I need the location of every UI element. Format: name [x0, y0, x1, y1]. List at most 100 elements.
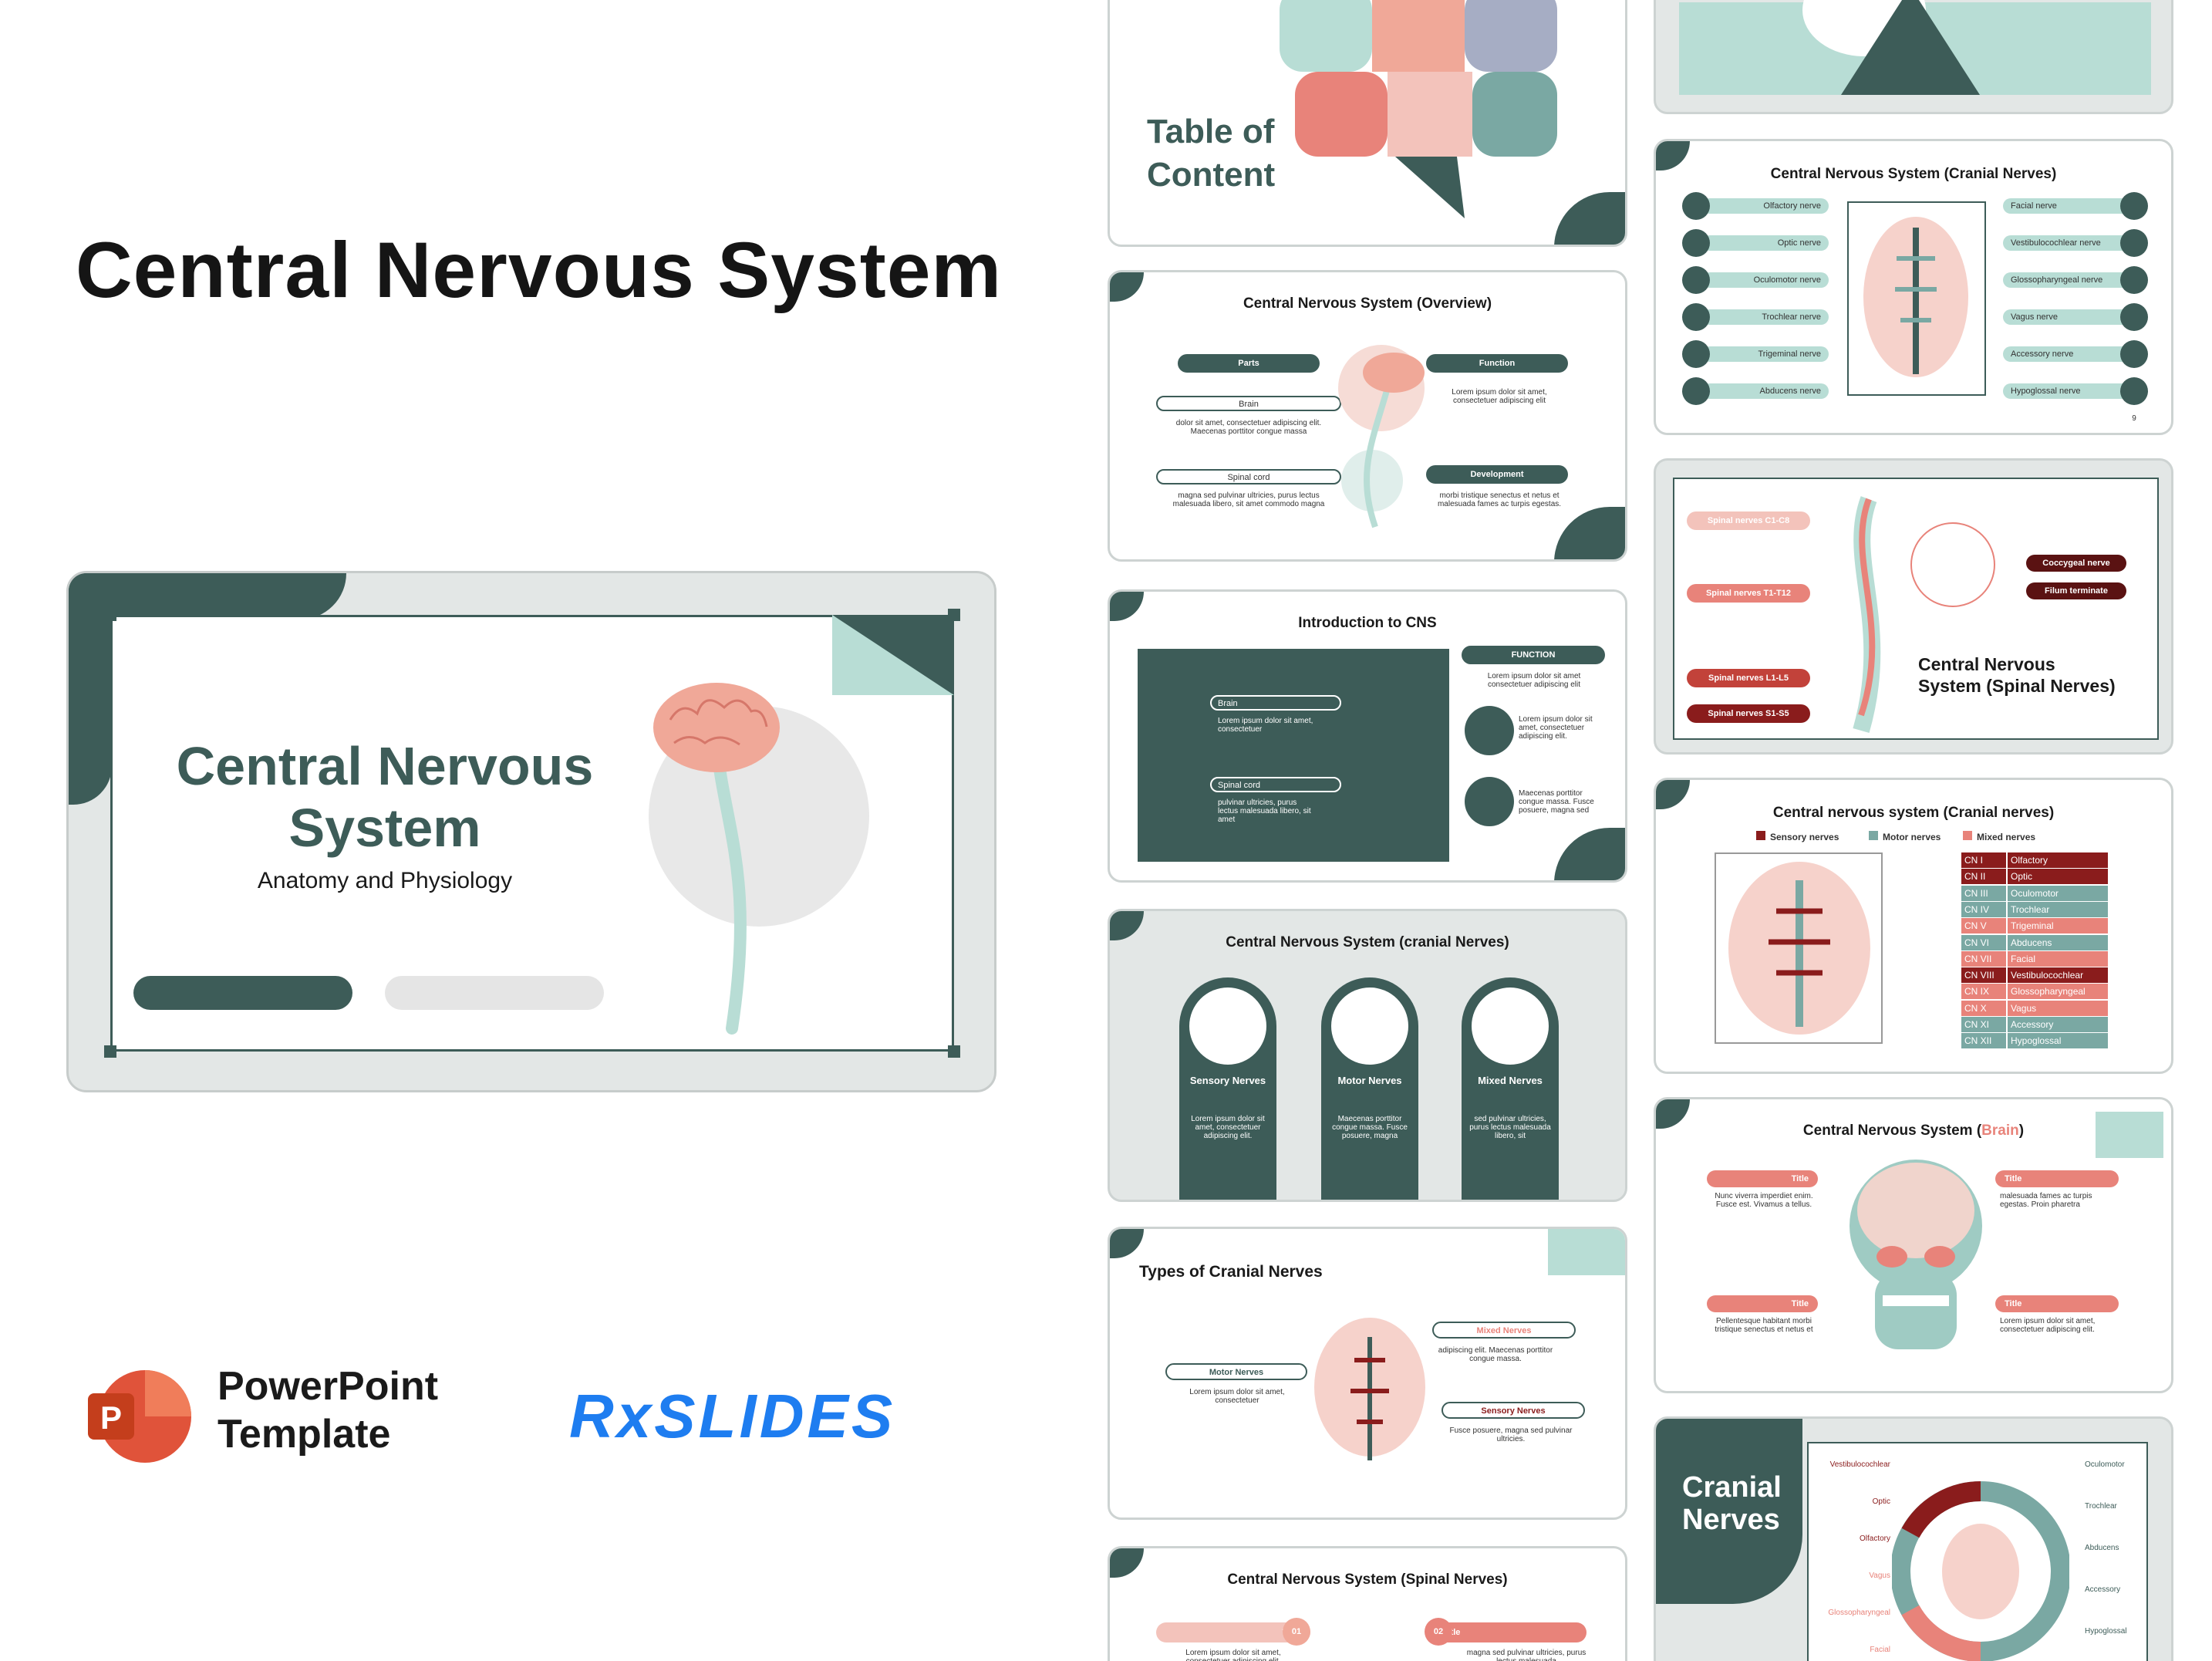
motor-label: Motor Nerves [1337, 1075, 1402, 1086]
thumb-spinal[interactable]: Spinal nerves C1-C8 Spinal nerves T1-T12… [1654, 458, 2173, 755]
slide-title: Central Nervous System (cranial Nerves) [1226, 934, 1509, 950]
wheel-label: Glossopharyngeal [1828, 1609, 1890, 1617]
thumb-cranial-table[interactable]: Central nervous system (Cranial nerves) … [1654, 778, 2173, 1074]
cn-name: Glossopharyngeal [2008, 984, 2108, 1001]
mixed-text: adipiscing elit. Maecenas porttitor cong… [1438, 1346, 1553, 1363]
thumb-top-partial[interactable] [1654, 0, 2173, 114]
cn-code: CN VII [1961, 950, 2006, 967]
title-b-pill: Title [1432, 1622, 1587, 1642]
parts-pill: Parts [1178, 354, 1320, 373]
title-text: malesuada fames ac turpis egestas. Proin… [2000, 1192, 2092, 1209]
powerpoint-icon: P [88, 1370, 191, 1463]
powerpoint-line1: PowerPoint [217, 1364, 439, 1409]
decor-triangle [1841, 0, 1980, 95]
page-fold [2096, 1112, 2163, 1158]
nerve-icon [1682, 377, 1710, 405]
thumb-table-of-content[interactable]: Table of Content [1108, 0, 1627, 247]
function-pill: FUNCTION [1462, 646, 1605, 664]
cn-code: CN V [1961, 918, 2006, 935]
slide-title: Central nervous system (Cranial nerves) [1772, 805, 2055, 821]
function-text: Lorem ipsum dolor sit amet, consectetuer… [1452, 388, 1547, 405]
spinal-l-pill: Spinal nerves L1-L5 [1687, 669, 1810, 687]
brain-spinal-illustration [1338, 345, 1425, 528]
nerve-label: Accessory nerve [2003, 346, 2129, 362]
mixed-label: Mixed Nerves [1478, 1075, 1543, 1086]
spinal-text: pulvinar ultricies, purus lectus malesua… [1218, 798, 1311, 824]
cn-name: Oculomotor [2008, 885, 2108, 902]
slide-title: Cranial Nerves [1682, 1471, 1782, 1536]
brain-frame [1847, 201, 1986, 396]
thumb-intro[interactable]: Introduction to CNS Brain Lorem ipsum do… [1108, 589, 1627, 883]
motor-brain-icon [1331, 987, 1408, 1065]
nerve-label: Vagus nerve [2003, 309, 2129, 325]
cn-name: Trochlear [2008, 901, 2108, 918]
spinal-c-pill: Spinal nerves C1-C8 [1687, 511, 1810, 530]
sensory-column: Sensory Nerves Lorem ipsum dolor sit ame… [1179, 977, 1276, 1200]
brain-icon [1465, 706, 1514, 755]
num-a: 01 [1283, 1618, 1310, 1646]
wheel-label: Hypoglossal [2085, 1627, 2127, 1636]
filum-pill: Filum terminate [2026, 582, 2126, 599]
cn-name: Vestibulocochlear [2008, 967, 2108, 984]
nerve-icon [2120, 303, 2148, 331]
function-text: Lorem ipsum dolor sit amet consectetuer … [1487, 672, 1581, 689]
resize-handle[interactable] [948, 1045, 960, 1058]
thumb-types-cranial[interactable]: Types of Cranial Nerves Mixed Nerves adi… [1108, 1227, 1627, 1520]
brain-frame [1715, 852, 1883, 1044]
wheel-label: Trochlear [2085, 1502, 2117, 1511]
brain-text: Lorem ipsum dolor sit amet, consectetuer [1218, 717, 1313, 734]
cn-code: CN X [1961, 1000, 2006, 1017]
decor-button-light[interactable] [385, 976, 604, 1010]
thumb-brain[interactable]: Central Nervous System (Brain) Title Tit… [1654, 1097, 2173, 1393]
nerve-icon [1682, 266, 1710, 294]
cn-code: CN IX [1961, 984, 2006, 1001]
cn-code: CN XI [1961, 1017, 2006, 1033]
hero-title: Central Nervous System [176, 736, 594, 858]
spine-illustration [1853, 496, 1881, 734]
rxslides-logo: RxSLIDES [569, 1382, 896, 1450]
thumb-overview[interactable]: Central Nervous System (Overview) Parts … [1108, 270, 1627, 562]
cn-name: Vagus [2008, 1000, 2108, 1017]
brain-spinal-illustration [653, 683, 780, 1035]
hero-slide[interactable]: Central Nervous System Anatomy and Physi… [66, 571, 996, 1092]
sensory-pill: Sensory Nerves [1442, 1402, 1585, 1419]
cn-code: CN I [1961, 852, 2006, 869]
svg-text:P: P [100, 1399, 122, 1436]
brain-text: dolor sit amet, consectetuer adipiscing … [1175, 419, 1322, 436]
title-text: Nunc viverra imperdiet enim. Fusce est. … [1715, 1192, 1813, 1209]
num-b: 02 [1425, 1618, 1452, 1646]
thumb-spinal-bottom[interactable]: Central Nervous System (Spinal Nerves) T… [1108, 1546, 1627, 1661]
slide-title: Central Nervous System (Cranial Nerves) [1770, 166, 2057, 182]
decor-corner [1554, 507, 1625, 559]
nerve-icon [1682, 340, 1710, 368]
thumb-cranial-types[interactable]: Central Nervous System (cranial Nerves) … [1108, 909, 1627, 1202]
item1-text: Lorem ipsum dolor sit amet, consectetuer… [1519, 715, 1593, 741]
wheel-label: Vagus [1869, 1572, 1890, 1580]
powerpoint-label: PowerPoint Template [217, 1362, 438, 1458]
nerve-icon [2120, 340, 2148, 368]
sensory-text: Lorem ipsum dolor sit amet, consectetuer… [1191, 1115, 1265, 1140]
nerve-label: Vestibulocochlear nerve [2003, 235, 2129, 251]
slide-title: Central Nervous System (Overview) [1243, 295, 1492, 312]
slide-title: Central Nervous System (Brain) [1802, 1123, 2025, 1139]
spinal-text: magna sed pulvinar ultricies, purus lect… [1172, 491, 1325, 508]
spine-icon [1465, 777, 1514, 826]
nerve-icon [2120, 192, 2148, 220]
wheel-label: Accessory [2085, 1585, 2121, 1594]
nerve-icon [2120, 266, 2148, 294]
nerve-label: Hypoglossal nerve [2003, 383, 2129, 399]
brain-illustration [1863, 217, 1968, 377]
wheel-illustration [1892, 1481, 2069, 1661]
cn-name: Abducens [2008, 934, 2108, 951]
spinal-t-pill: Spinal nerves T1-T12 [1687, 584, 1810, 603]
thumb-cranial-list[interactable]: Central Nervous System (Cranial Nerves) … [1654, 139, 2173, 435]
cn-name: Olfactory [2008, 852, 2108, 869]
resize-handle[interactable] [104, 609, 116, 621]
skull-illustration [1850, 1160, 1982, 1349]
decor-button-dark[interactable] [133, 976, 352, 1010]
resize-handle[interactable] [104, 1045, 116, 1058]
motor-text: Lorem ipsum dolor sit amet, consectetuer [1189, 1388, 1285, 1405]
spinal-s-pill: Spinal nerves S1-S5 [1687, 704, 1810, 723]
